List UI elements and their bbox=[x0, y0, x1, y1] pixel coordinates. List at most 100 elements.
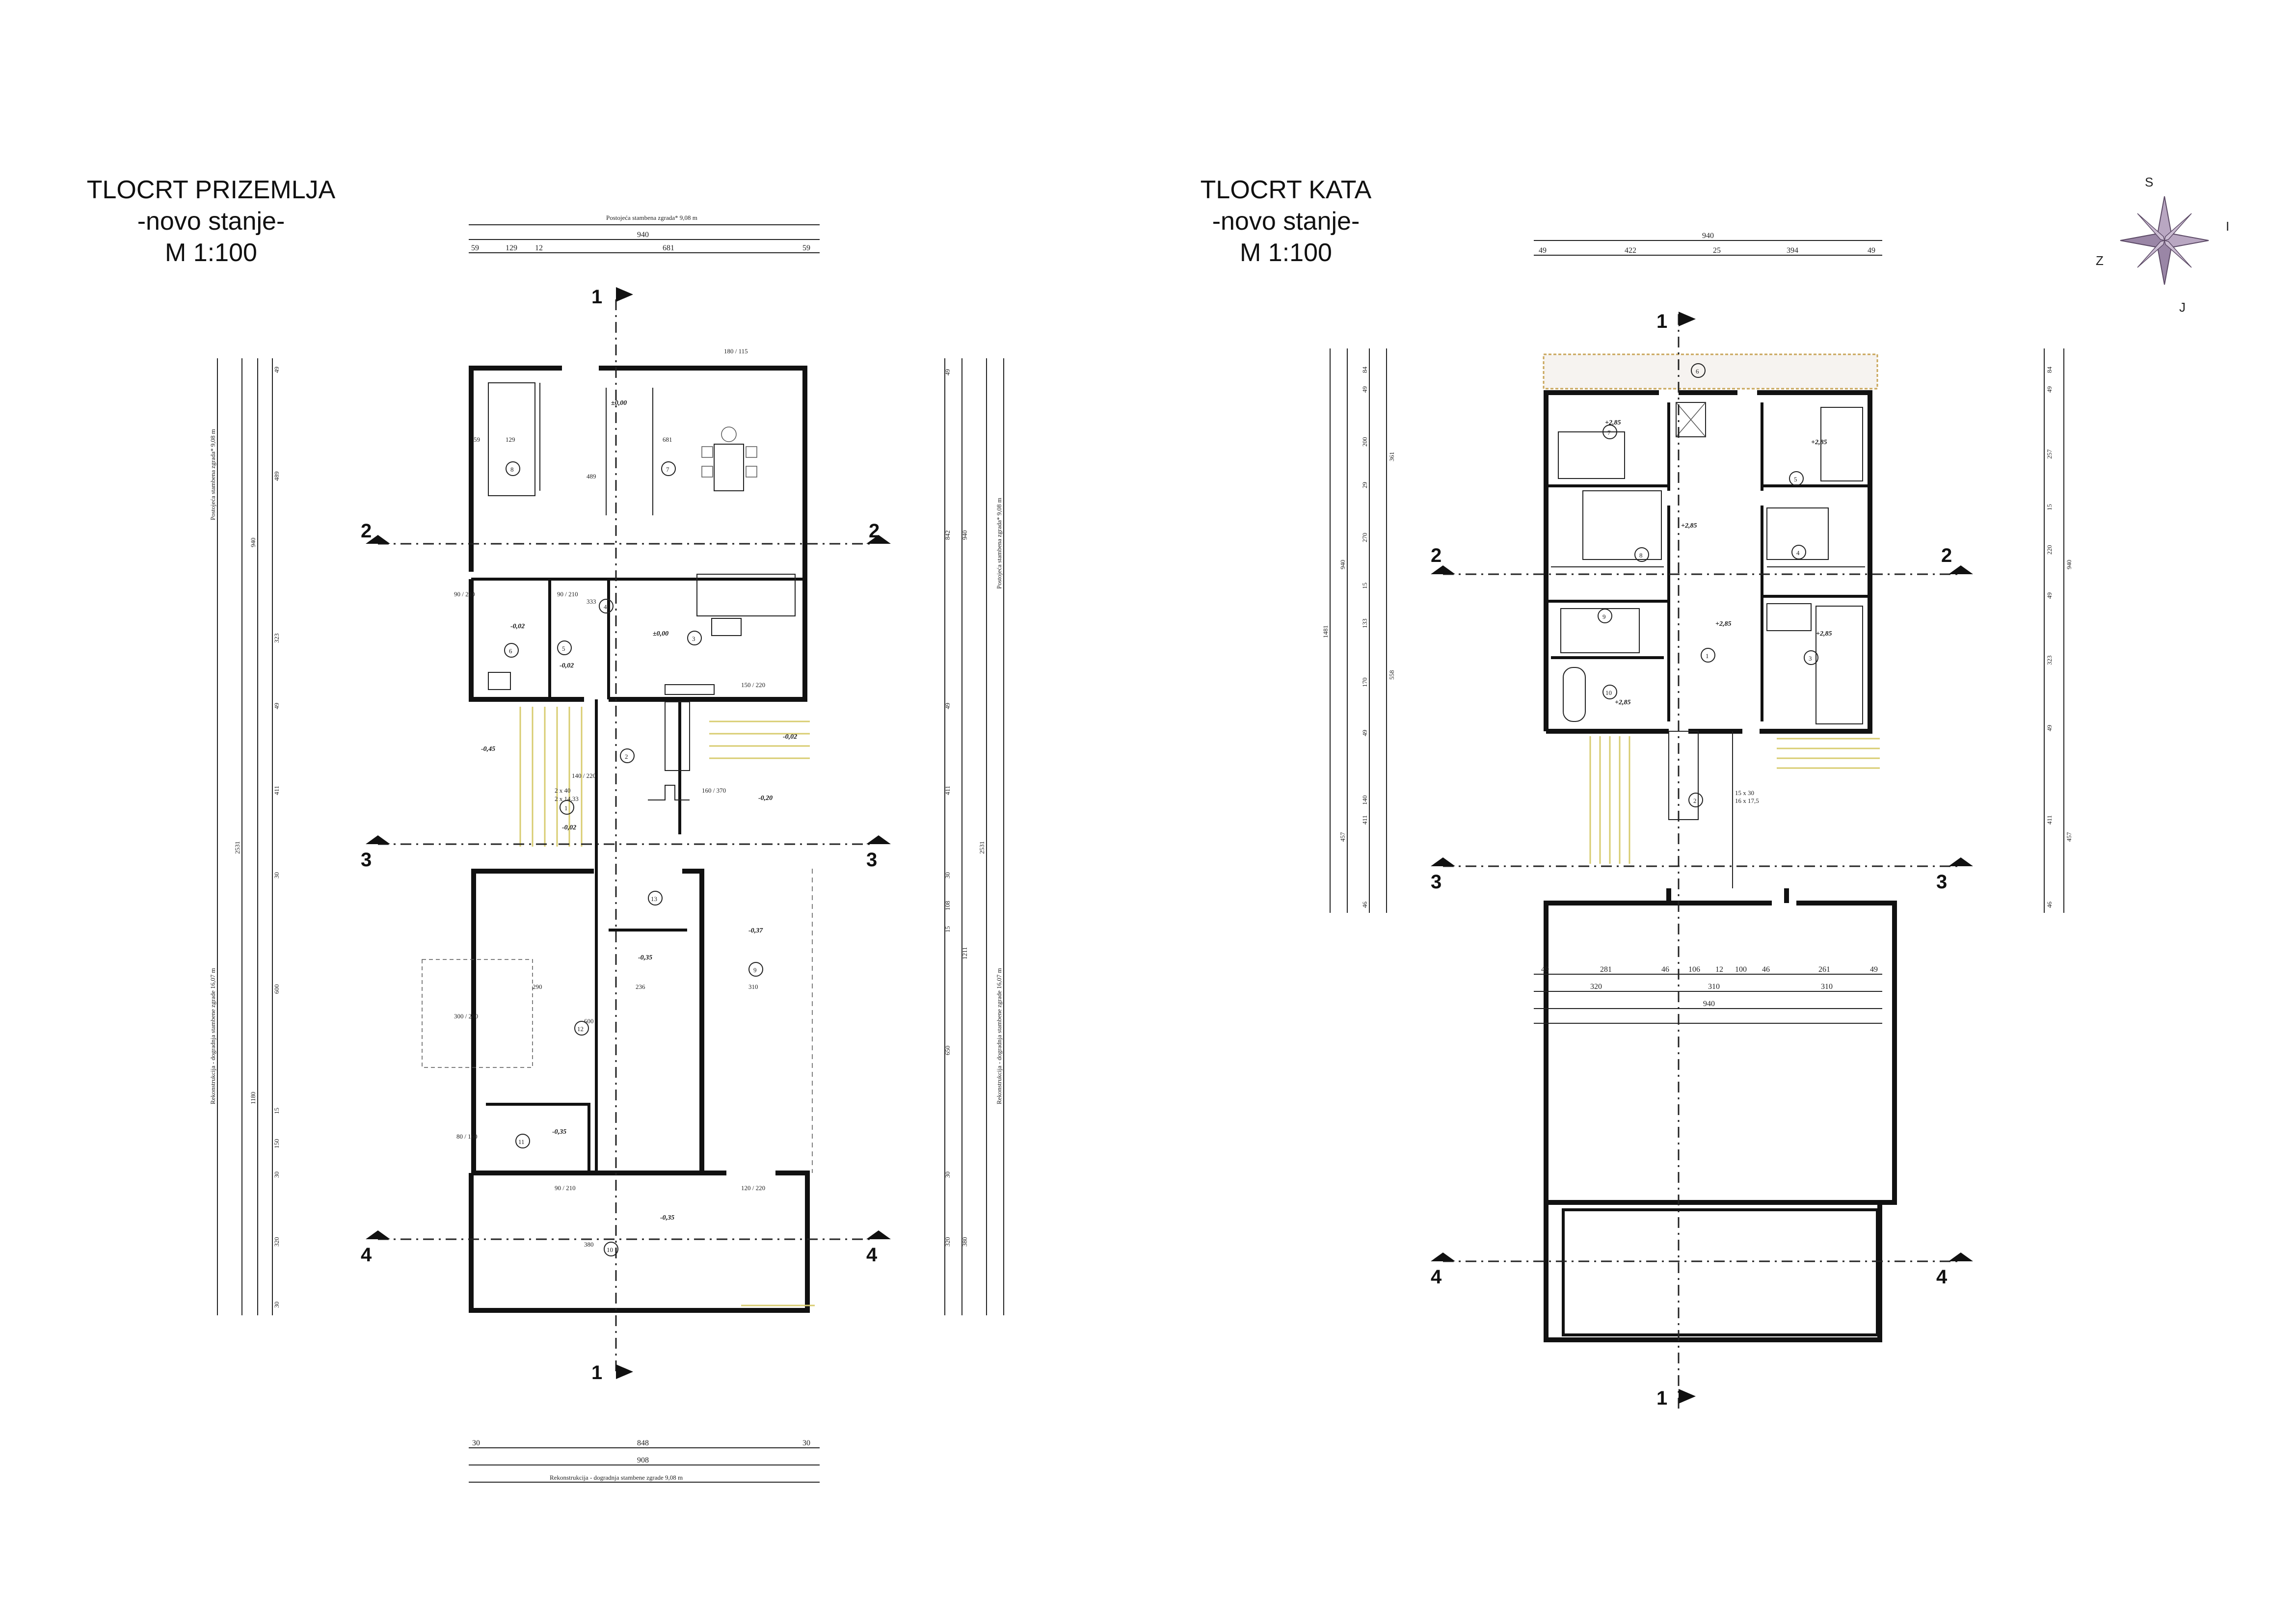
svg-text:940: 940 bbox=[2065, 560, 2073, 570]
upper-left-dimensions: 1481 940 457 84 49 200 29 270 15 133 170… bbox=[1322, 348, 1395, 913]
svg-text:270: 270 bbox=[1361, 533, 1368, 543]
svg-text:-0,35: -0,35 bbox=[638, 954, 652, 961]
room-11: 11 bbox=[515, 1134, 530, 1148]
svg-text:4: 4 bbox=[1936, 1266, 1948, 1288]
room-2: 2 bbox=[620, 748, 635, 763]
svg-text:1: 1 bbox=[564, 804, 568, 812]
svg-text:2: 2 bbox=[625, 753, 628, 760]
svg-text:-0,20: -0,20 bbox=[758, 795, 773, 802]
compass-j: J bbox=[2179, 300, 2186, 315]
svg-text:7: 7 bbox=[1607, 429, 1611, 436]
svg-text:49: 49 bbox=[2046, 386, 2053, 393]
svg-text:4: 4 bbox=[1796, 549, 1800, 557]
svg-text:30: 30 bbox=[802, 1439, 810, 1447]
svg-text:5: 5 bbox=[1794, 476, 1797, 483]
room-u10: 10 bbox=[1602, 685, 1617, 699]
svg-text:411: 411 bbox=[944, 786, 951, 795]
svg-text:4: 4 bbox=[866, 1244, 878, 1266]
svg-text:558: 558 bbox=[1388, 670, 1395, 680]
svg-text:80 / 160: 80 / 160 bbox=[456, 1133, 478, 1140]
svg-text:16 x 17,5: 16 x 17,5 bbox=[1735, 797, 1759, 804]
svg-text:3: 3 bbox=[361, 849, 372, 871]
svg-text:3: 3 bbox=[1936, 871, 1947, 893]
svg-text:15 x 30: 15 x 30 bbox=[1735, 789, 1754, 797]
upper-section-marker-2: 2 2 bbox=[1431, 545, 1973, 574]
svg-text:650: 650 bbox=[944, 1046, 951, 1056]
room-u3: 3 bbox=[1804, 650, 1818, 665]
svg-text:1: 1 bbox=[1656, 311, 1667, 332]
upper-floor-subtitle: -novo stanje- bbox=[1212, 207, 1360, 236]
svg-text:Rekonstrukcija - dogradnja sta: Rekonstrukcija - dogradnja stambene zgra… bbox=[550, 1474, 683, 1481]
svg-text:150 / 220: 150 / 220 bbox=[741, 681, 765, 689]
svg-text:90 / 210: 90 / 210 bbox=[557, 590, 578, 598]
svg-text:323: 323 bbox=[2046, 656, 2053, 666]
svg-text:30: 30 bbox=[944, 872, 951, 879]
room-u8: 8 bbox=[1634, 547, 1649, 562]
ground-section-marker-4: 4 4 bbox=[361, 1230, 891, 1266]
compass-s: S bbox=[2145, 175, 2153, 189]
upper-section-marker-1-bottom: 1 bbox=[1656, 1387, 1696, 1409]
room-u4: 4 bbox=[1791, 545, 1806, 559]
room-9: 9 bbox=[748, 962, 763, 977]
svg-text:1: 1 bbox=[1706, 652, 1709, 660]
svg-text:15: 15 bbox=[1361, 583, 1368, 589]
svg-text:15: 15 bbox=[273, 1108, 280, 1114]
svg-text:2: 2 bbox=[1693, 797, 1697, 804]
svg-text:4: 4 bbox=[604, 603, 607, 611]
svg-text:5: 5 bbox=[562, 645, 565, 652]
room-u9: 9 bbox=[1598, 609, 1612, 623]
svg-text:411: 411 bbox=[2046, 815, 2053, 825]
svg-text:380: 380 bbox=[961, 1237, 968, 1247]
svg-text:600: 600 bbox=[273, 985, 280, 994]
svg-text:12: 12 bbox=[577, 1025, 584, 1033]
svg-text:+2,85: +2,85 bbox=[1715, 620, 1731, 628]
room-7: 7 bbox=[661, 461, 676, 476]
svg-text:170: 170 bbox=[1361, 678, 1368, 688]
svg-text:±0,00: ±0,00 bbox=[653, 630, 668, 638]
svg-text:46: 46 bbox=[1361, 902, 1368, 908]
svg-text:310: 310 bbox=[1708, 983, 1720, 991]
svg-text:84: 84 bbox=[1361, 367, 1368, 373]
svg-text:257: 257 bbox=[2046, 449, 2053, 459]
ground-top-part-1: 129 bbox=[506, 244, 517, 252]
svg-text:940: 940 bbox=[249, 538, 257, 548]
svg-text:49: 49 bbox=[1541, 965, 1549, 974]
svg-text:49: 49 bbox=[1870, 965, 1878, 974]
svg-text:±0,00: ±0,00 bbox=[611, 399, 627, 407]
svg-text:30: 30 bbox=[944, 1171, 951, 1178]
upper-floor-title: TLOCRT KATA bbox=[1200, 176, 1372, 204]
room-u7: 7 bbox=[1602, 425, 1617, 439]
svg-text:106: 106 bbox=[1688, 965, 1700, 974]
svg-text:49: 49 bbox=[1868, 246, 1875, 255]
upper-section-marker-3: 3 3 bbox=[1431, 857, 1973, 893]
svg-text:49: 49 bbox=[2046, 592, 2053, 599]
svg-text:320: 320 bbox=[1590, 983, 1602, 991]
upper-level-marks: +2,85 +2,85 +2,85 +2,85 +2,85 +2,85 15 x… bbox=[1605, 419, 1832, 804]
room-1: 1 bbox=[560, 800, 574, 815]
svg-text:-0,02: -0,02 bbox=[560, 662, 574, 669]
svg-text:6: 6 bbox=[1696, 368, 1699, 375]
svg-text:30: 30 bbox=[273, 872, 280, 879]
ground-floor-title-block: TLOCRT PRIZEMLJA -novo stanje- M 1:100 bbox=[74, 174, 348, 268]
upper-floor-title-block: TLOCRT KATA -novo stanje- M 1:100 bbox=[1158, 174, 1414, 268]
ground-top-part-4: 59 bbox=[802, 244, 810, 252]
compass-rose-icon: S I Z J bbox=[2096, 175, 2229, 315]
room-6: 6 bbox=[504, 643, 519, 658]
svg-text:1211: 1211 bbox=[961, 947, 968, 959]
svg-text:10: 10 bbox=[1605, 689, 1612, 696]
svg-text:2 x 14,33: 2 x 14,33 bbox=[555, 795, 579, 802]
svg-text:940: 940 bbox=[1703, 1000, 1715, 1008]
ground-floor-scale: M 1:100 bbox=[165, 239, 257, 267]
ground-floor-plan: Postojeća stambena zgrada* 9,08 m 940 59… bbox=[209, 214, 1004, 1483]
svg-text:49: 49 bbox=[1361, 386, 1368, 393]
upper-floor-plan: 940 49 4 2 2 2 5 3 9 4 49 bbox=[1322, 232, 2073, 1409]
svg-text:361: 361 bbox=[1388, 452, 1395, 462]
svg-text:49: 49 bbox=[273, 703, 280, 709]
svg-text:-0,02: -0,02 bbox=[562, 824, 576, 831]
svg-text:133: 133 bbox=[1361, 619, 1368, 629]
svg-text:2: 2 bbox=[869, 520, 880, 542]
room-u2: 2 bbox=[1688, 793, 1703, 807]
svg-text:90 / 210: 90 / 210 bbox=[555, 1184, 576, 1192]
svg-text:Postojeća stambena zgrada* 9,0: Postojeća stambena zgrada* 9,08 m bbox=[209, 429, 216, 520]
svg-text:4: 4 bbox=[1431, 1266, 1442, 1288]
